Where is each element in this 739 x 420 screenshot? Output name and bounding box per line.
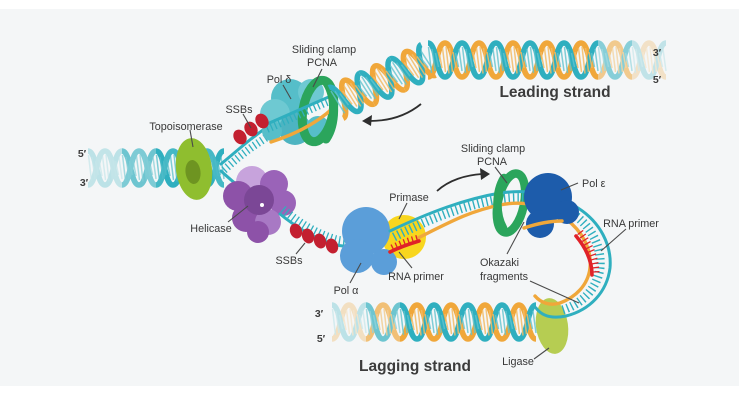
okazaki-label-line1: Okazaki <box>480 257 519 269</box>
pcna-leading-label: PCNA <box>307 57 338 69</box>
pol-epsilon-enzyme <box>524 173 579 238</box>
lagging-left-bottom-prime: 5′ <box>317 333 326 345</box>
labels: Sliding clamp PCNA Pol δ SSBs Topoisomer… <box>149 44 659 375</box>
pol-alpha-enzyme <box>340 207 397 275</box>
ligase-enzyme <box>535 298 569 354</box>
helicase-label: Helicase <box>190 223 231 235</box>
lagging-left-top-prime: 3′ <box>315 308 324 320</box>
ssbs-upper-label: SSBs <box>225 104 253 116</box>
ssb-proteins-lower <box>289 223 339 254</box>
leading-strand-label: Leading strand <box>499 84 610 101</box>
topoisomerase-enzyme <box>175 138 213 200</box>
pol-alpha-label: Pol α <box>334 285 359 297</box>
okazaki-label-line2: fragments <box>480 271 529 283</box>
primase-label: Primase <box>389 192 429 204</box>
topoisomerase-label: Topoisomerase <box>149 121 222 133</box>
strand-end-labels: 5′ 3′ 3′ 5′ 3′ 5′ <box>78 47 662 345</box>
left-bottom-prime: 3′ <box>80 177 89 189</box>
leading-right-top-prime: 3′ <box>653 47 662 59</box>
lagging-strand-label: Lagging strand <box>359 358 471 375</box>
label-connectors <box>189 68 627 360</box>
left-top-prime: 5′ <box>78 148 87 160</box>
leading-right-bottom-prime: 5′ <box>653 74 662 86</box>
sliding-clamp-leading-label: Sliding clamp <box>292 44 356 56</box>
okazaki-fragment-tip <box>522 219 564 230</box>
rna-primer-left-label: RNA primer <box>388 271 444 283</box>
rna-primer-right-label: RNA primer <box>603 218 659 230</box>
lagging-direction-arrow <box>436 168 490 192</box>
ssb-proteins-upper <box>233 113 269 145</box>
pol-delta-label: Pol δ <box>267 74 292 86</box>
lagging-strand-loop <box>388 190 612 319</box>
leading-direction-arrow <box>362 103 422 126</box>
sliding-clamp-lagging-label: Sliding clamp <box>461 143 525 155</box>
ligase-label: Ligase <box>502 356 534 368</box>
helicase-enzyme <box>223 166 296 243</box>
pcna-clamp-lagging-front <box>493 173 509 233</box>
pol-epsilon-label: Pol ε <box>582 178 606 190</box>
ssbs-lower-label: SSBs <box>275 255 303 267</box>
pcna-lagging-label: PCNA <box>477 156 508 168</box>
